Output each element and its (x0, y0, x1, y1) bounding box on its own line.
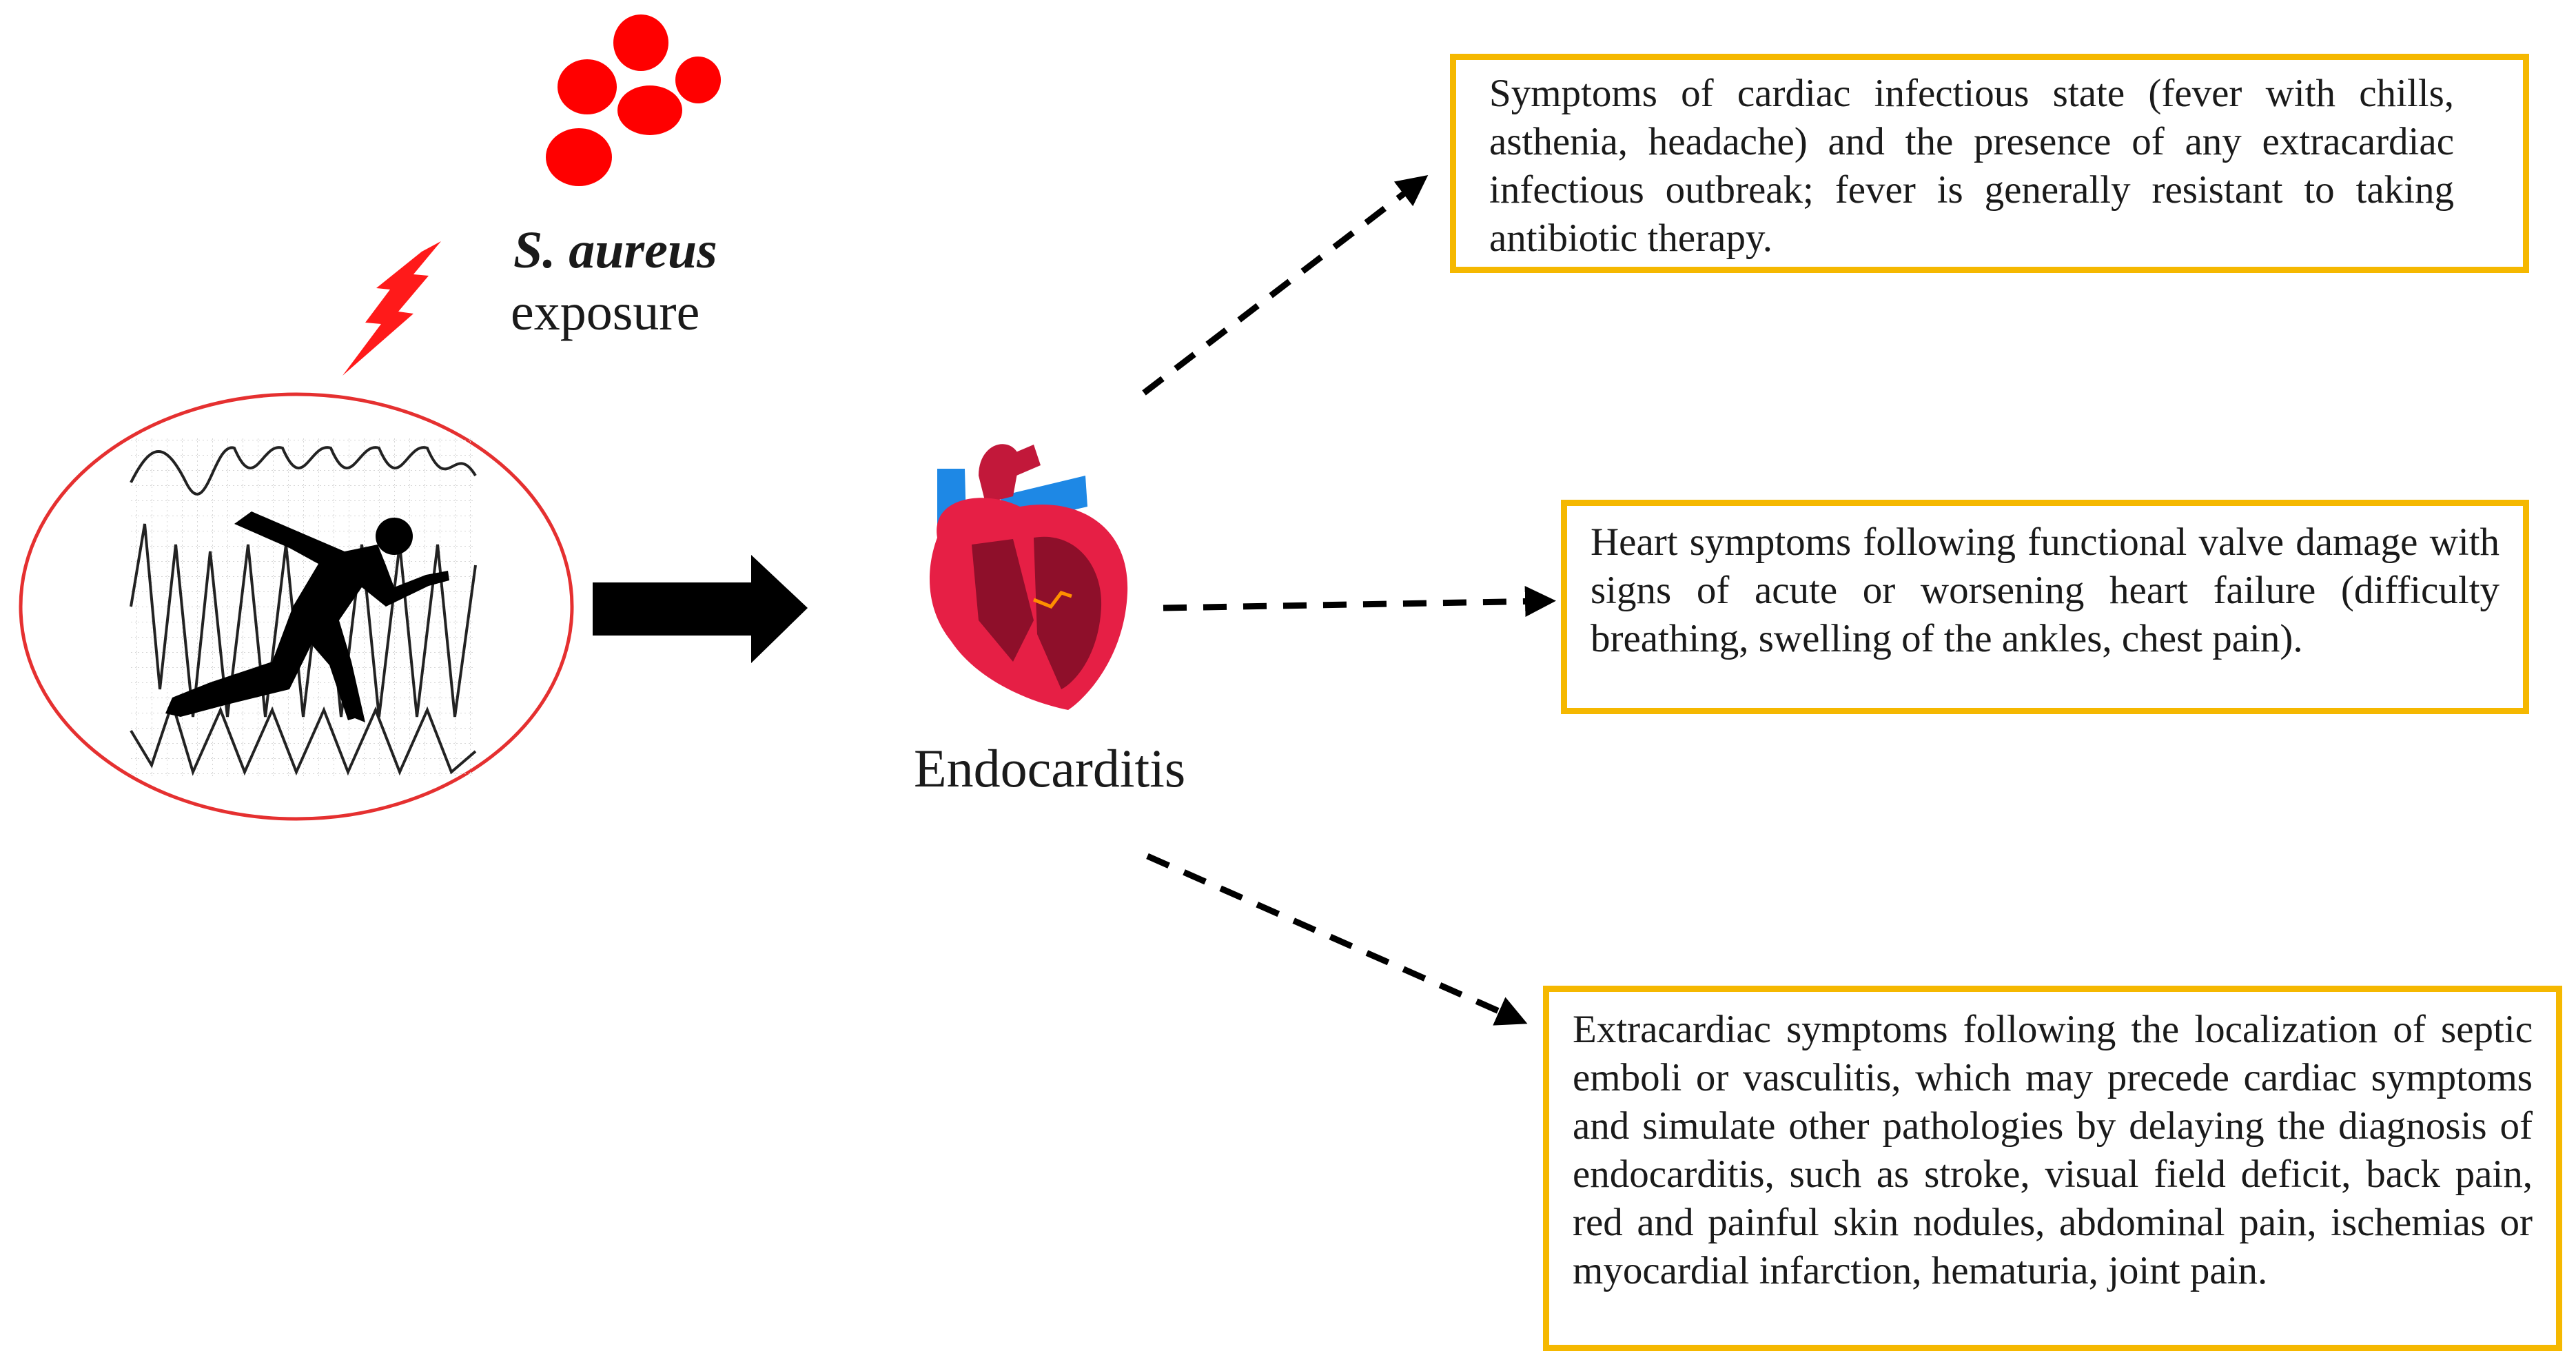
arrow-to-symptom-3 (1146, 853, 1528, 1026)
anatomical-heart-icon (929, 444, 1128, 710)
symptom-box-systemic: Symptoms of cardiac infectious state (fe… (1450, 54, 2529, 273)
symptom-box-extracardiac: Extracardiac symptoms following the loca… (1543, 986, 2562, 1351)
progression-arrow (593, 555, 808, 663)
arrow-to-symptom-1 (1142, 175, 1429, 396)
runner-silhouette-icon (165, 511, 449, 722)
symptom-text: Symptoms of cardiac infectious state (fe… (1489, 72, 2454, 260)
bacteria-cluster-icon (546, 14, 721, 186)
symptom-box-cardiac: Heart symptoms following functional valv… (1561, 500, 2529, 714)
arrow-to-symptom-2 (1163, 585, 1556, 617)
exposure-label: exposure (511, 283, 700, 341)
symptom-text: Heart symptoms following functional valv… (1591, 520, 2500, 660)
symptom-text: Extracardiac symptoms following the loca… (1573, 1008, 2533, 1292)
endocarditis-label: Endocarditis (914, 738, 1186, 798)
bacteria-name: S. aureus (513, 221, 717, 279)
lightning-bolt-icon (343, 241, 441, 376)
